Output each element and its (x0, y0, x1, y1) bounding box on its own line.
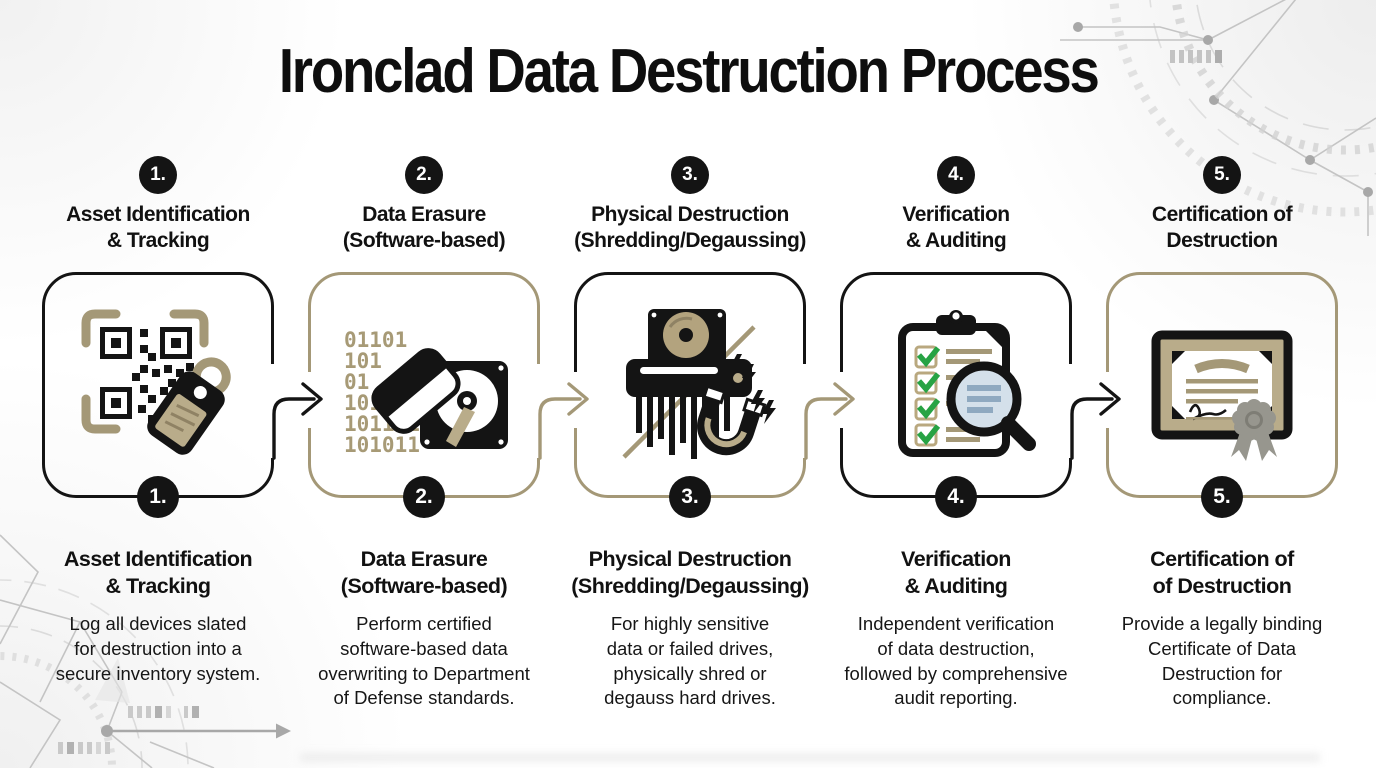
step-3-title-top: Physical Destruction (Shredding/Degaussi… (574, 203, 806, 253)
step-4-title-top: Verification & Auditing (902, 203, 1010, 253)
step-5-number-badge-bottom: 5. (1201, 476, 1243, 518)
step-column-1: 1. Asset Identification & Tracking (32, 150, 284, 750)
step-2-number-badge-bottom: 2. (403, 476, 445, 518)
step-2-icon-box: 01101 101 01 101 101101 101011 (308, 272, 540, 498)
page-title: Ironclad Data Destruction Process (278, 37, 1100, 106)
svg-text:01101: 01101 (344, 328, 407, 352)
step-4-title-bottom: Verification & Auditing (901, 547, 1011, 599)
svg-text:101: 101 (344, 349, 382, 373)
step-5-icon-box (1106, 272, 1338, 498)
step-column-4: 4. Verification & Auditing (830, 150, 1082, 750)
step-3-icon-box-top-border (574, 272, 806, 385)
qr-code-asset-tag-icon (81, 309, 231, 455)
step-1-number-badge-top: 1. (139, 156, 177, 194)
step-1-title-top: Asset Identification & Tracking (66, 203, 250, 253)
eraser-hard-drive-binary-icon: 01101 101 01 101 101101 101011 (344, 328, 508, 457)
certificate-lines (1186, 379, 1258, 404)
magnified-text-lines (967, 385, 1001, 413)
step-5-title-top: Certification of Destruction (1151, 203, 1293, 253)
qr-scan-brackets (81, 309, 209, 434)
step-1-description: Log all devices slated for destruction i… (55, 613, 261, 684)
asset-tag (147, 357, 231, 455)
hard-drive-being-shredded (648, 309, 726, 365)
step-4-number-badge-top: 4. (937, 156, 975, 194)
step-1-title-bottom: Asset Identification & Tracking (63, 547, 253, 599)
step-3-title-bottom: Physical Destruction (Shredding/Degaussi… (571, 547, 809, 599)
checklist (914, 345, 992, 447)
shredder-degausser-magnet-icon (622, 309, 776, 459)
step-4-description: Independent verification of data destruc… (844, 613, 1068, 709)
step-1-icon-box (42, 272, 274, 498)
step-5-description: Provide a legally binding Certificate of… (1121, 613, 1323, 709)
qr-code (100, 327, 194, 423)
step-1-number-badge-bottom: 1. (137, 476, 179, 518)
check-row (914, 345, 992, 369)
step-3-description: For highly sensitive data or failed driv… (604, 613, 776, 709)
step-3-number-badge-top: 3. (671, 156, 709, 194)
step-4-number-badge-bottom: 4. (935, 476, 977, 518)
svg-text:101011: 101011 (344, 433, 420, 457)
step-3-icon-box (574, 272, 806, 498)
lightning-bolts (717, 354, 776, 424)
bottom-faint-band (300, 753, 1320, 762)
certificate-ribbon-icon (1151, 330, 1293, 461)
certificate-arc (1194, 359, 1250, 374)
audit-clipboard-magnifier-icon (898, 310, 1036, 457)
magnifier (946, 361, 1036, 451)
check-row (914, 371, 962, 395)
ribbon-rosette (1231, 399, 1277, 461)
eraser (371, 348, 461, 434)
step-2-number-badge-top: 2. (405, 156, 443, 194)
step-5-title-bottom: Certification of of Destruction (1150, 547, 1294, 599)
step-2-title-bottom: Data Erasure (Software-based) (340, 547, 508, 599)
step-4-icon-box (840, 272, 1072, 498)
step-3-number-badge-bottom: 3. (669, 476, 711, 518)
step-2-description: Perform certified software-based data ov… (318, 613, 530, 709)
step-2-title-top: Data Erasure (Software-based) (342, 203, 506, 253)
step-column-2: 2. Data Erasure (Software-based) 01101 1… (298, 150, 550, 750)
step-column-3: 3. Physical Destruction (Shredding/Degau… (564, 150, 816, 750)
step-column-5: 5. Certification of Destruction (1096, 150, 1348, 750)
svg-text:01: 01 (344, 370, 369, 394)
step-5-number-badge-top: 5. (1203, 156, 1241, 194)
tag-label-lines (164, 403, 200, 433)
